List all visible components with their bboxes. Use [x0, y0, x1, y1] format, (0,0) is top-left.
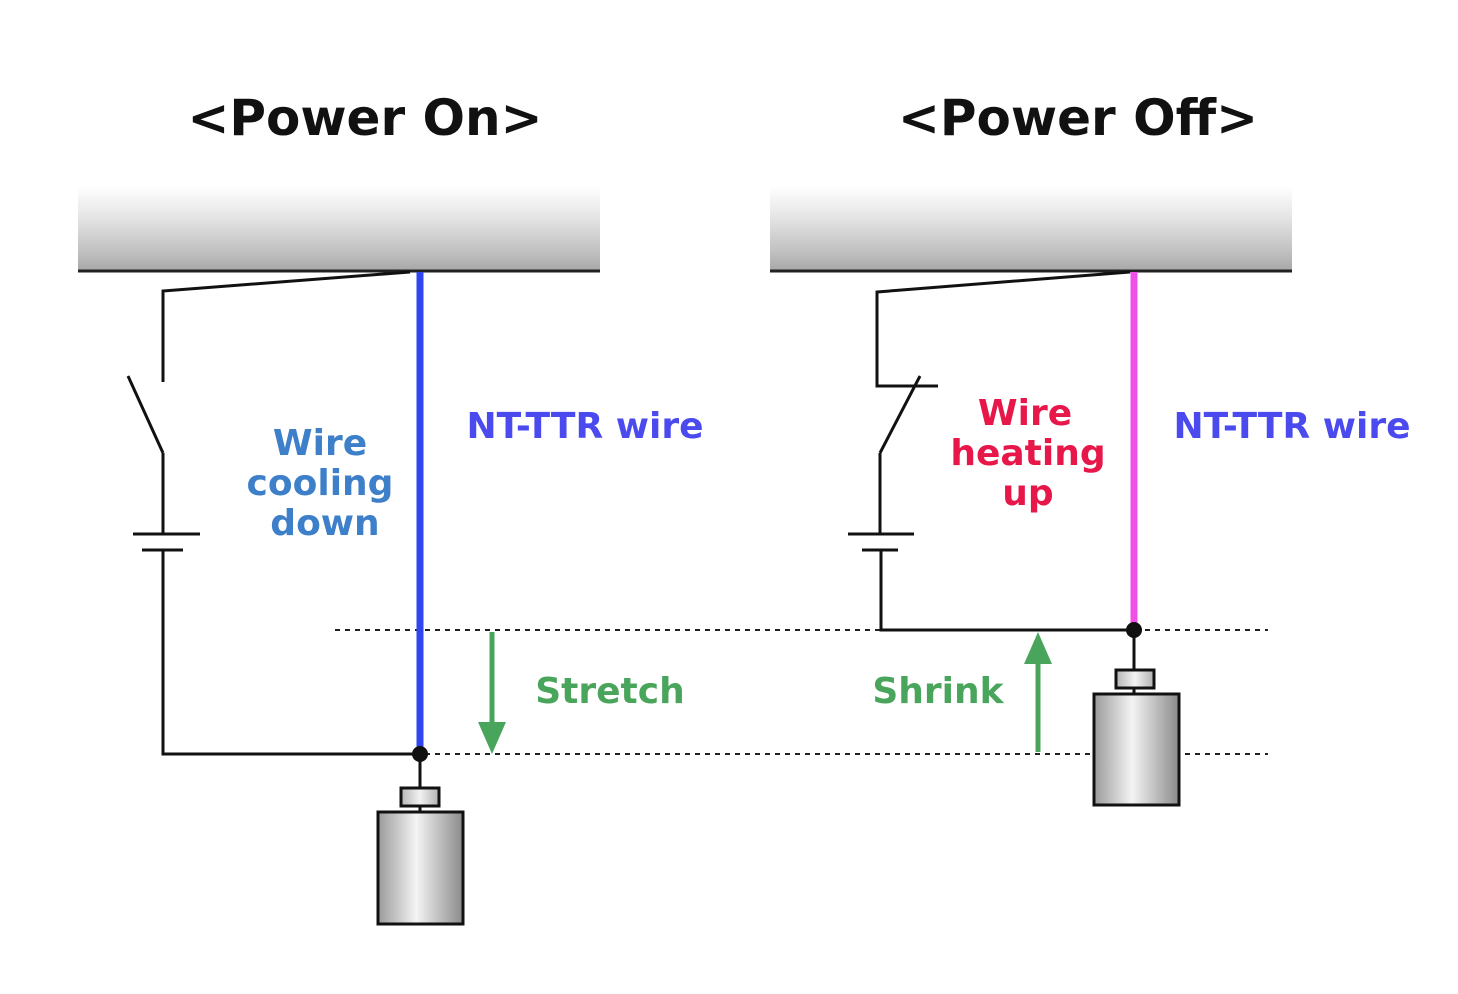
- state-label-cool-line2: cooling: [247, 463, 394, 504]
- switch-closed: [126, 375, 165, 454]
- motion-label-stretch: Stretch: [535, 671, 684, 712]
- weight-right: [1092, 668, 1181, 807]
- ceiling-left: [78, 186, 600, 273]
- state-label-cool-line1: Wire: [273, 423, 367, 464]
- power-off-title: <Power Off>: [898, 89, 1258, 147]
- wire-name-label-right: NT-TTR wire: [1173, 406, 1410, 447]
- weight-left: [376, 786, 465, 926]
- state-label-hot-line1: Wire: [978, 393, 1072, 434]
- state-label-hot-line3: up: [1002, 473, 1053, 514]
- motion-label-shrink: Shrink: [872, 671, 1004, 712]
- state-label-cool-line3: down: [270, 503, 379, 544]
- state-label-hot-line2: heating: [950, 433, 1105, 474]
- circuit-left: [126, 270, 420, 756]
- ceiling-right: [770, 186, 1292, 273]
- shrink-arrow: [1024, 632, 1052, 752]
- wire-name-label-left: NT-TTR wire: [466, 406, 703, 447]
- power-on-title: <Power On>: [187, 89, 542, 147]
- circuit-right: [848, 270, 1134, 632]
- stretch-arrow: [478, 632, 506, 754]
- switch-open: [878, 375, 922, 454]
